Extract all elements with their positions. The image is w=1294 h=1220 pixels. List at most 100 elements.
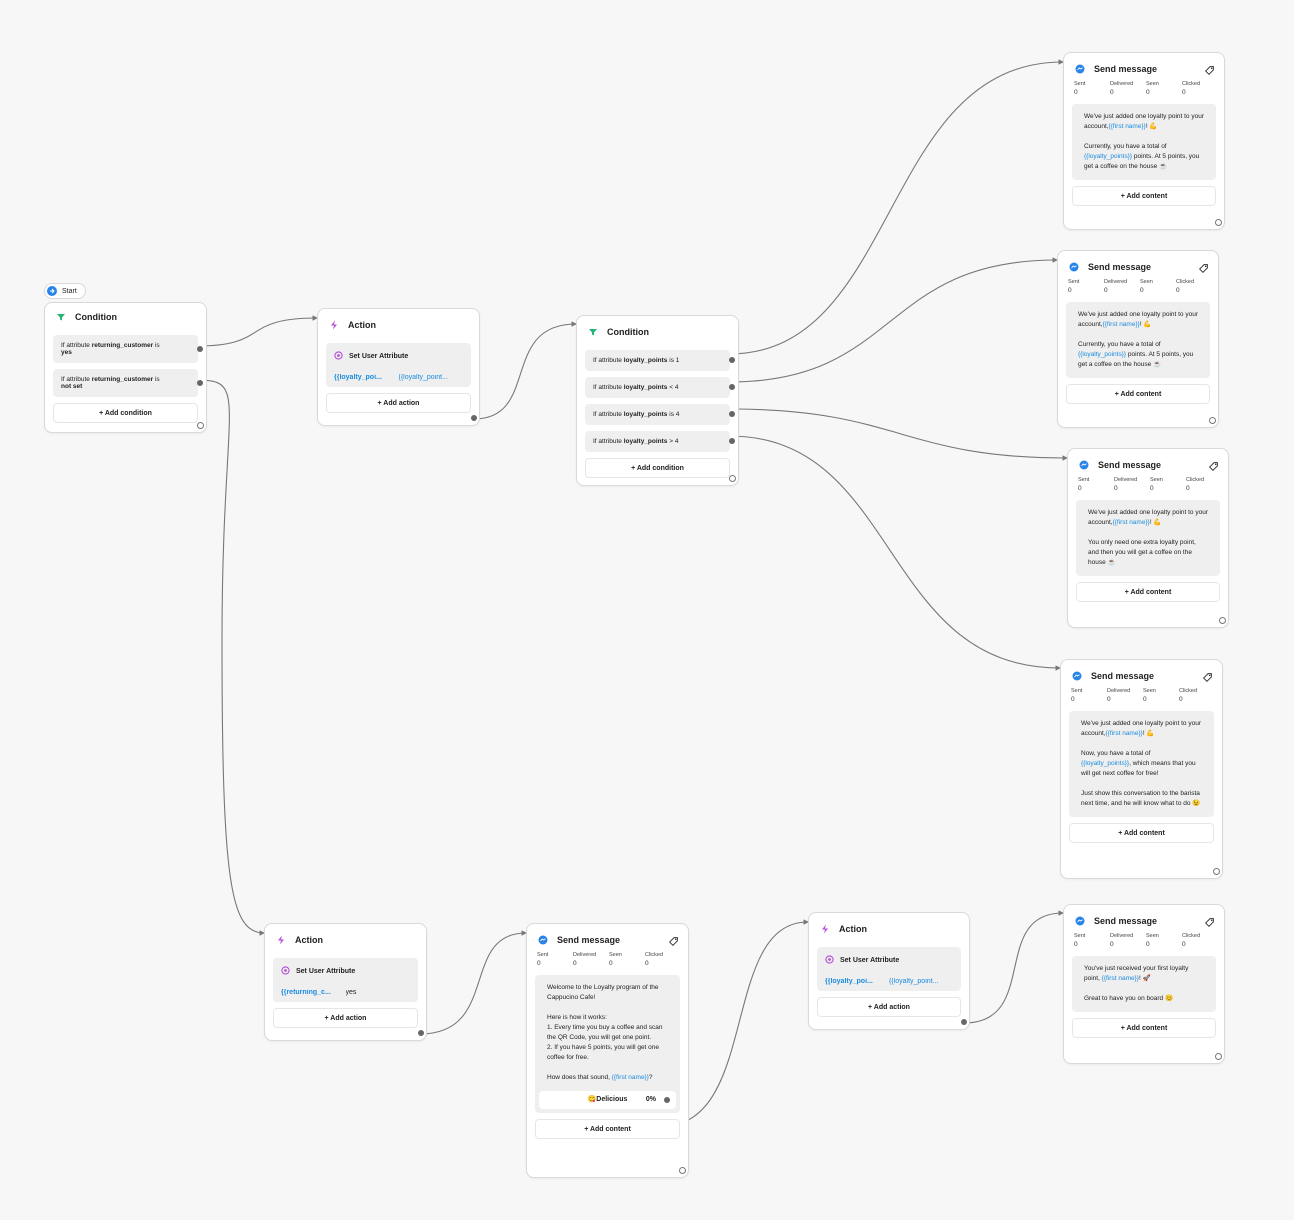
quick-reply-button[interactable]: 😋Delicious 0% — [539, 1091, 676, 1109]
tag-icon[interactable] — [1202, 670, 1214, 683]
message-text[interactable]: We've just added one loyalty point to yo… — [1072, 104, 1216, 180]
row-prefix: If attribute — [61, 341, 90, 349]
quick-reply-label: 😋Delicious — [587, 1096, 628, 1103]
node-title: Action — [295, 935, 323, 945]
lightning-icon — [328, 319, 340, 331]
add-content-button[interactable]: + Add content — [1072, 186, 1216, 206]
add-condition-button[interactable]: + Add condition — [585, 458, 730, 478]
message-text[interactable]: You've just received your first loyalty … — [1072, 956, 1216, 1012]
edge-cond2-2-to-msg2 — [728, 257, 1058, 383]
node-output-handle[interactable] — [729, 475, 736, 482]
messenger-icon — [1074, 915, 1086, 927]
action-node-set-returning[interactable]: Action Set User Attribute {{returning_c.… — [264, 923, 427, 1041]
add-action-button[interactable]: + Add action — [273, 1008, 418, 1028]
edge-cond2-1-to-msg1 — [728, 59, 1064, 355]
condition-node-loyalty-points[interactable]: Condition If attribute loyalty_points is… — [576, 315, 739, 486]
node-output-handle[interactable] — [418, 1030, 424, 1036]
node-output-handle[interactable] — [1209, 417, 1216, 424]
condition-row[interactable]: If attribute loyalty_points > 4 — [585, 431, 735, 452]
action-node-set-loyalty[interactable]: Action Set User Attribute {{loyalty_poi.… — [317, 308, 480, 426]
messenger-icon — [1078, 459, 1090, 471]
condition-row[interactable]: If attribute loyalty_points < 4 — [585, 377, 735, 398]
node-output-handle[interactable] — [1215, 1053, 1222, 1060]
start-icon — [47, 286, 57, 296]
edge-cond1-notset-to-action2 — [196, 379, 265, 936]
row-operator: is 1 — [669, 356, 680, 364]
add-content-button[interactable]: + Add content — [1069, 823, 1214, 843]
condition-row[interactable]: If attribute loyalty_points is 4 — [585, 404, 735, 425]
node-output-handle[interactable] — [471, 415, 477, 421]
row-attribute: loyalty_points — [623, 437, 668, 445]
output-handle[interactable] — [197, 346, 203, 352]
output-handle[interactable] — [729, 357, 735, 363]
add-action-button[interactable]: + Add action — [817, 997, 961, 1017]
start-node[interactable]: Start — [44, 283, 86, 299]
messenger-icon — [1071, 670, 1083, 682]
lightning-icon — [275, 934, 287, 946]
tag-icon[interactable] — [1208, 459, 1220, 472]
attribute-key: {{loyalty_poi... — [825, 978, 873, 985]
attribute-key: {{returning_c... — [281, 989, 331, 996]
row-value: not set — [61, 383, 83, 390]
row-operator: < 4 — [669, 383, 679, 391]
row-prefix: If attribute — [593, 437, 622, 445]
message-text[interactable]: We've just added one loyalty point to yo… — [1066, 302, 1210, 378]
node-title: Condition — [607, 327, 649, 337]
condition-row[interactable]: If attribute loyalty_points is 1 — [585, 350, 735, 371]
tag-icon[interactable] — [668, 934, 680, 947]
message-text[interactable]: Welcome to the Loyalty program of the Ca… — [535, 975, 680, 1113]
attribute-icon — [281, 966, 290, 977]
edge-action1-to-cond2 — [473, 321, 577, 420]
node-title: Send message — [1094, 64, 1158, 74]
output-handle[interactable] — [729, 411, 735, 417]
set-user-attribute-label: Set User Attribute — [840, 957, 900, 964]
message-text[interactable]: We've just added one loyalty point to yo… — [1069, 711, 1214, 817]
output-handle[interactable] — [664, 1097, 670, 1103]
node-title: Send message — [1098, 460, 1162, 470]
add-content-button[interactable]: + Add content — [1076, 582, 1220, 602]
node-output-handle[interactable] — [961, 1019, 967, 1025]
node-output-handle[interactable] — [197, 422, 204, 429]
attribute-key: {{loyalty_poi... — [334, 374, 382, 381]
add-content-button[interactable]: + Add content — [535, 1119, 680, 1139]
output-handle[interactable] — [729, 438, 735, 444]
attribute-value: yes — [345, 989, 357, 996]
row-attribute: returning_customer — [91, 341, 154, 349]
tag-icon[interactable] — [1198, 261, 1210, 274]
node-output-handle[interactable] — [679, 1167, 686, 1174]
add-condition-button[interactable]: + Add condition — [53, 403, 198, 423]
node-output-handle[interactable] — [1215, 219, 1222, 226]
message-text[interactable]: We've just added one loyalty point to yo… — [1076, 500, 1220, 576]
node-title: Send message — [1088, 262, 1152, 272]
add-content-button[interactable]: + Add content — [1066, 384, 1210, 404]
output-handle[interactable] — [729, 384, 735, 390]
row-attribute: loyalty_points — [623, 383, 668, 391]
output-handle[interactable] — [197, 380, 203, 386]
edge-cond2-4-to-msg4 — [728, 435, 1061, 671]
condition-node-returning-customer[interactable]: Condition If attribute returning_custome… — [44, 302, 207, 433]
edge-cond1-yes-to-action1 — [196, 315, 318, 347]
tag-icon[interactable] — [1204, 63, 1216, 76]
edge-action3-to-msgfirst — [963, 910, 1064, 1024]
node-output-handle[interactable] — [1213, 868, 1220, 875]
action-node-set-loyalty-2[interactable]: Action Set User Attribute {{loyalty_poi.… — [808, 912, 970, 1030]
node-output-handle[interactable] — [1219, 617, 1226, 624]
add-action-button[interactable]: + Add action — [326, 393, 471, 413]
add-content-button[interactable]: + Add content — [1072, 1018, 1216, 1038]
node-title: Action — [348, 320, 376, 330]
attribute-value: {{loyalty_point... — [889, 978, 939, 985]
row-attribute: loyalty_points — [623, 356, 668, 364]
tag-icon[interactable] — [1204, 915, 1216, 928]
